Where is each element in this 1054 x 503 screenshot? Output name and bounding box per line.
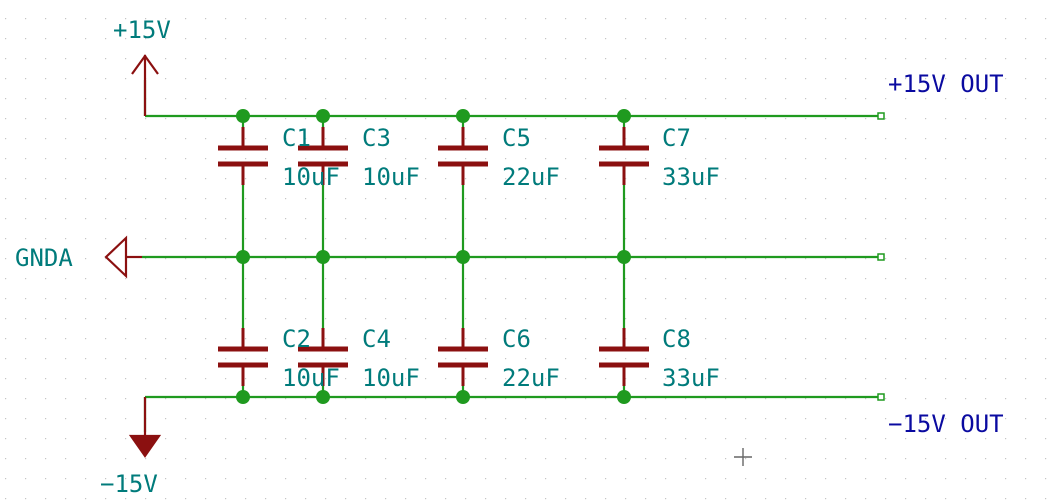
- junction-dot: [456, 109, 470, 123]
- cap-value-c7: 33uF: [662, 163, 720, 191]
- port-terminals: [877, 112, 885, 401]
- cap-value-c5: 22uF: [502, 163, 560, 191]
- capacitor-c1[interactable]: [218, 127, 268, 185]
- junction-dot: [617, 109, 631, 123]
- junction-dot: [617, 250, 631, 264]
- cap-value-c2: 10uF: [282, 364, 340, 392]
- filled-arrow-down-icon[interactable]: [128, 397, 162, 458]
- cap-ref-c8: C8: [662, 325, 691, 353]
- terminal-ground[interactable]: [877, 253, 885, 261]
- cap-value-c3: 10uF: [362, 163, 420, 191]
- capacitor-c3[interactable]: [298, 127, 348, 185]
- cap-ref-c3: C3: [362, 124, 391, 152]
- port-label-negative-out: −15V OUT: [888, 410, 1004, 438]
- capacitor-c2[interactable]: [218, 328, 268, 386]
- ground-arrow-icon[interactable]: [104, 235, 142, 279]
- junction-dot: [456, 390, 470, 404]
- cap-value-c1: 10uF: [282, 163, 340, 191]
- cap-ref-c4: C4: [362, 325, 391, 353]
- power-symbols: [104, 54, 162, 458]
- capacitor-c4[interactable]: [298, 328, 348, 386]
- junction-dot: [456, 250, 470, 264]
- port-label-positive-out: +15V OUT: [888, 70, 1004, 98]
- junction-dot: [316, 390, 330, 404]
- junction-dot: [236, 390, 250, 404]
- capacitor-c8[interactable]: [599, 328, 649, 386]
- junction-dot: [316, 250, 330, 264]
- cursor-crosshair-icon: [734, 448, 752, 466]
- cap-ref-c1: C1: [282, 124, 311, 152]
- capacitor-c5[interactable]: [438, 127, 488, 185]
- cap-value-c8: 33uF: [662, 364, 720, 392]
- junctions: [236, 109, 631, 404]
- junction-dot: [316, 109, 330, 123]
- capacitor-symbols: [218, 127, 649, 386]
- cap-value-c4: 10uF: [362, 364, 420, 392]
- junction-dot: [236, 109, 250, 123]
- capacitor-c7[interactable]: [599, 127, 649, 185]
- cap-ref-c2: C2: [282, 325, 311, 353]
- capacitor-c6[interactable]: [438, 328, 488, 386]
- grid-dots: [5, 18, 1047, 500]
- power-label-negative: −15V: [100, 470, 158, 498]
- power-label-ground: GNDA: [15, 244, 73, 272]
- cap-ref-c6: C6: [502, 325, 531, 353]
- arrow-up-icon[interactable]: [131, 54, 159, 116]
- cap-ref-c7: C7: [662, 124, 691, 152]
- terminal-positive-out[interactable]: [877, 112, 885, 120]
- terminal-negative-out[interactable]: [877, 393, 885, 401]
- cap-ref-c5: C5: [502, 124, 531, 152]
- cap-value-c6: 22uF: [502, 364, 560, 392]
- power-label-positive: +15V: [113, 16, 171, 44]
- junction-dot: [617, 390, 631, 404]
- junction-dot: [236, 250, 250, 264]
